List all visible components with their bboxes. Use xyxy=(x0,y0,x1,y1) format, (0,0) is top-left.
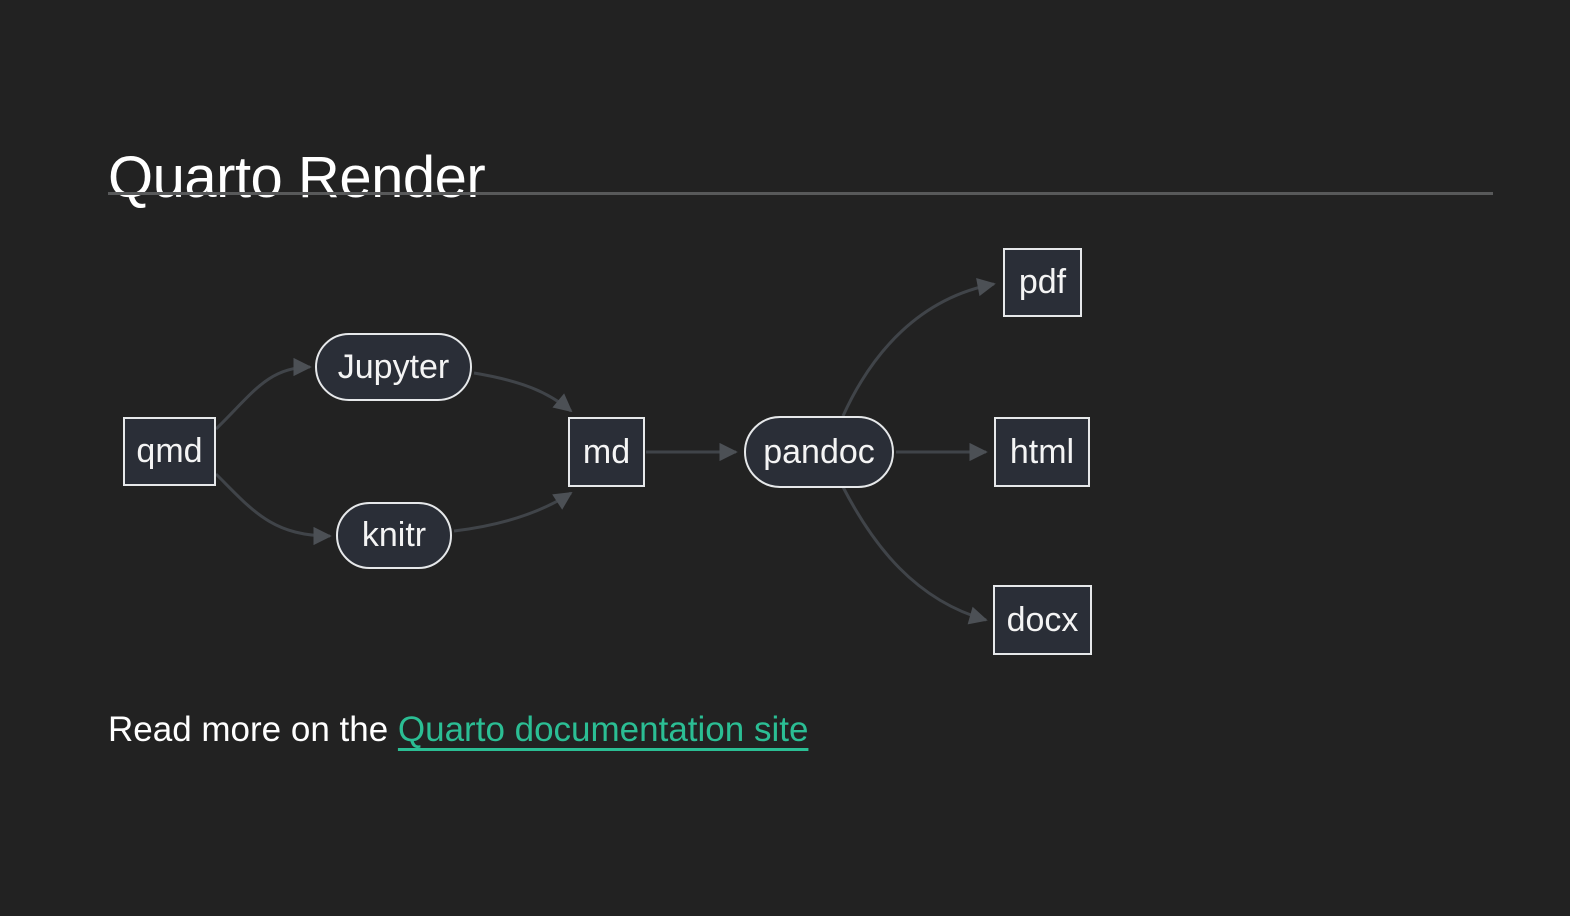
edge-pandoc-to-docx xyxy=(841,486,988,625)
node-knitr: knitr xyxy=(336,502,452,569)
node-docx: docx xyxy=(993,585,1092,655)
node-html-label: html xyxy=(1009,432,1075,471)
edge-pandoc-to-pdf xyxy=(841,278,996,417)
node-knitr-label: knitr xyxy=(361,516,427,554)
node-docx-label: docx xyxy=(1006,600,1079,639)
node-qmd-label: qmd xyxy=(136,432,203,470)
node-md: md xyxy=(568,417,645,487)
footer-prefix-text: Read more on the xyxy=(108,710,398,749)
node-jupyter-label: Jupyter xyxy=(337,347,450,386)
quarto-documentation-link[interactable]: Quarto documentation site xyxy=(397,710,809,749)
node-qmd: qmd xyxy=(123,417,216,486)
node-pandoc: pandoc xyxy=(744,416,894,488)
title-divider xyxy=(108,192,1493,195)
edge-qmd-to-jupyter xyxy=(214,357,312,431)
page-title: Quarto Render xyxy=(108,144,486,210)
node-pdf-label: pdf xyxy=(1018,263,1067,301)
node-pandoc-label: pandoc xyxy=(763,432,875,471)
node-html: html xyxy=(994,417,1090,487)
edge-jupyter-to-md xyxy=(473,371,573,413)
node-md-label: md xyxy=(582,432,631,471)
edge-qmd-to-knitr xyxy=(214,472,332,546)
footer-paragraph: Read more on the Quarto documentation si… xyxy=(108,708,808,752)
node-pdf: pdf xyxy=(1003,248,1082,317)
edge-knitr-to-md xyxy=(453,491,573,533)
node-jupyter: Jupyter xyxy=(315,333,472,401)
